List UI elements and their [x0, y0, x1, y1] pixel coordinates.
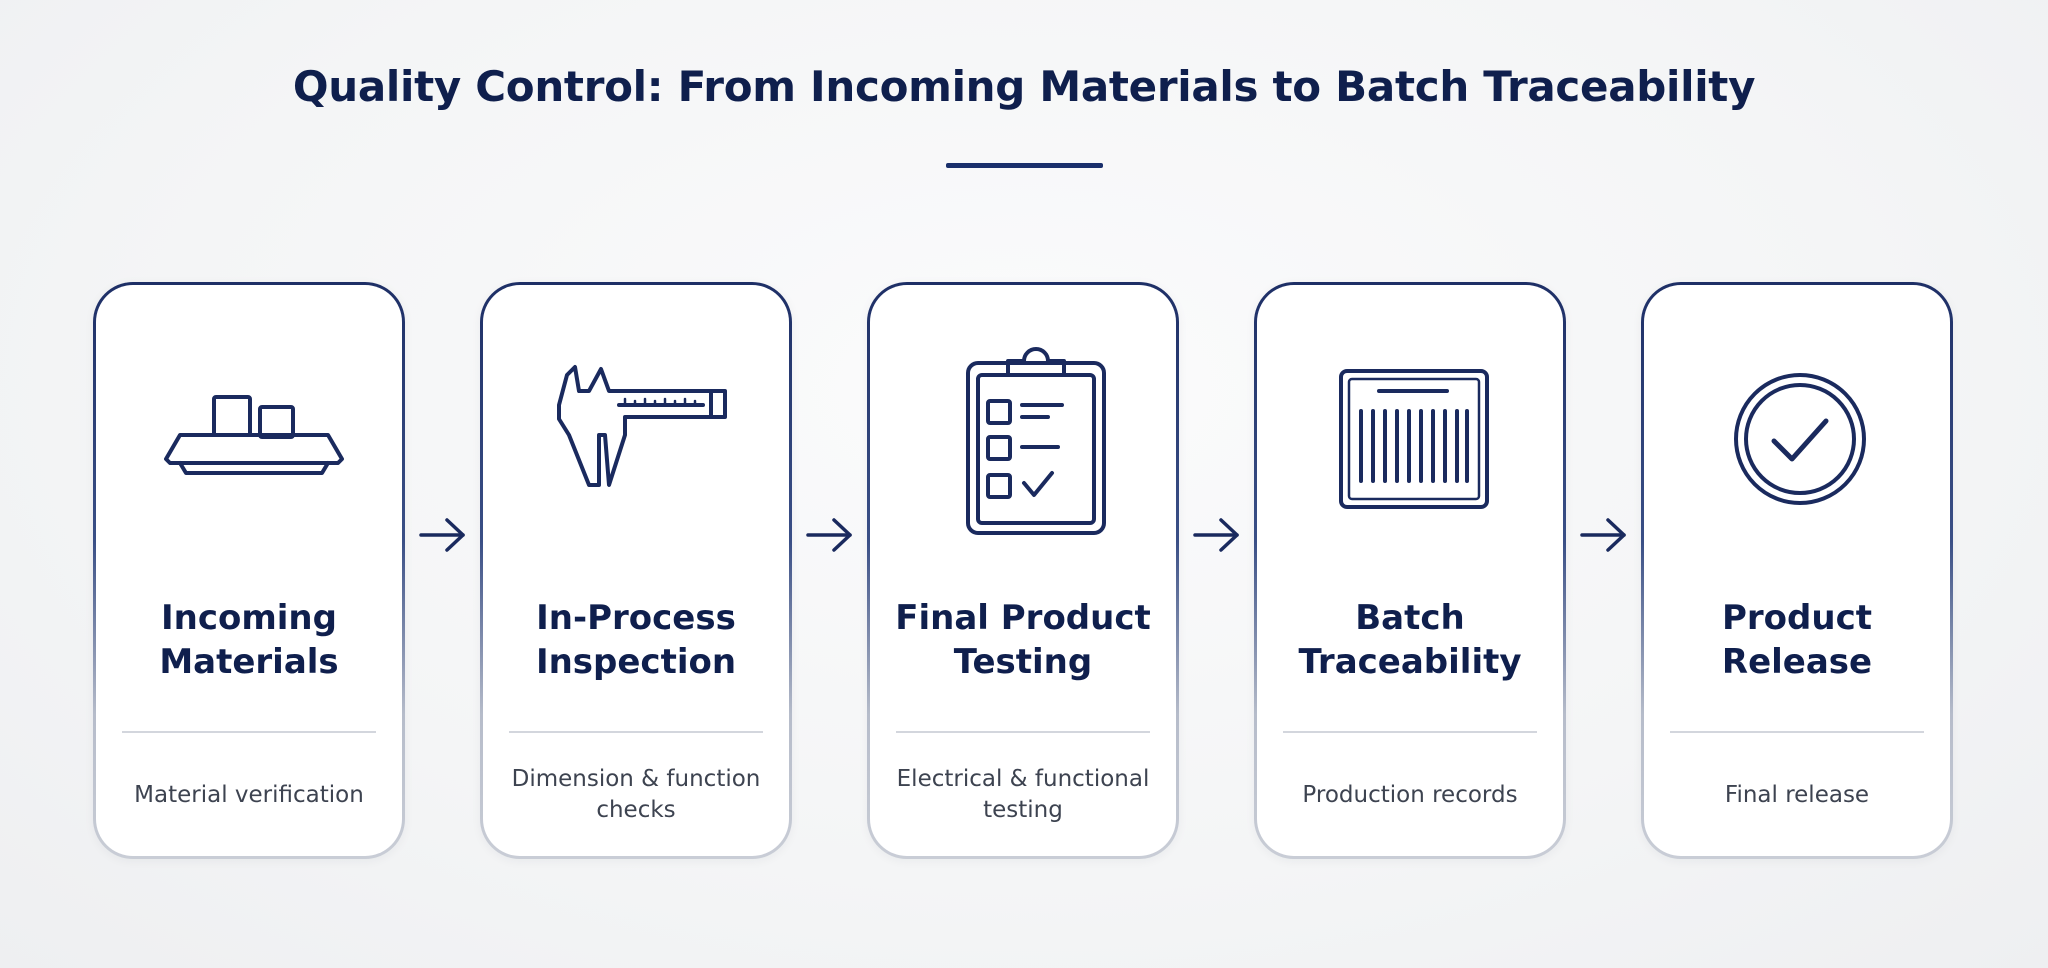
card-divider — [122, 731, 376, 733]
card-divider — [1283, 731, 1537, 733]
card-divider — [896, 731, 1150, 733]
step-title: In-Process Inspection — [535, 598, 737, 682]
page-title: Quality Control: From Incoming Materials… — [292, 62, 1756, 111]
step-title: Product Release — [1721, 598, 1873, 682]
step-title: Final Product Testing — [895, 598, 1151, 682]
barcode-icon — [1313, 335, 1513, 535]
step-description: Production records — [1302, 781, 1518, 808]
step-description: Electrical & functional testing — [896, 766, 1150, 823]
step-card-product-release: Product Release Final release — [1641, 282, 1953, 859]
check-circle-icon — [1700, 335, 1900, 535]
title-underline — [946, 163, 1103, 168]
step-card-in-process-inspection: In-Process Inspection Dimension & functi… — [480, 282, 792, 859]
card-divider — [1670, 731, 1924, 733]
arrow-right-icon — [417, 515, 469, 555]
caliper-icon — [539, 335, 739, 535]
clipboard-checklist-icon — [926, 335, 1126, 535]
step-title: Incoming Materials — [159, 598, 339, 682]
step-description: Final release — [1724, 781, 1870, 808]
arrow-right-icon — [804, 515, 856, 555]
step-description: Dimension & function checks — [511, 766, 761, 823]
step-card-final-product-testing: Final Product Testing Electrical & funct… — [867, 282, 1179, 859]
step-card-incoming-materials: Incoming Materials Material verification — [93, 282, 405, 859]
arrow-right-icon — [1578, 515, 1630, 555]
arrow-right-icon — [1191, 515, 1243, 555]
step-title: Batch Traceability — [1298, 598, 1522, 682]
material-tray-icon — [152, 335, 352, 535]
step-description: Material verification — [134, 781, 364, 808]
card-divider — [509, 731, 763, 733]
step-card-batch-traceability: Batch Traceability Production records — [1254, 282, 1566, 859]
